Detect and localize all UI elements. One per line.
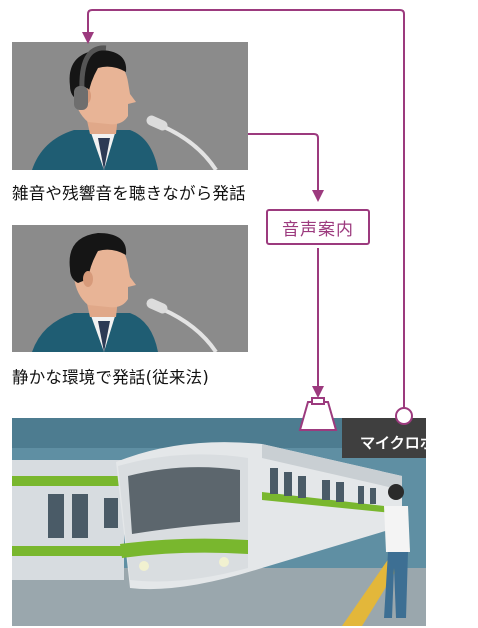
passenger-figure bbox=[384, 484, 410, 618]
quiet-speaker-illustration bbox=[32, 233, 218, 352]
noisy-to-announcement-arrow bbox=[248, 133, 324, 202]
station-illustration bbox=[12, 418, 426, 626]
station-scene bbox=[12, 418, 426, 626]
noisy-speaker-panel bbox=[12, 42, 248, 170]
microphone-label: マイクロホン bbox=[360, 434, 450, 452]
noisy-speaker-illustration bbox=[32, 45, 218, 170]
announcement-label: 音声案内 bbox=[266, 209, 370, 245]
quiet-caption: 静かな環境で発話(従来法) bbox=[12, 368, 209, 387]
noisy-caption: 雑音や残響音を聴きながら発話 bbox=[12, 184, 246, 203]
quiet-speaker-panel bbox=[12, 225, 248, 352]
